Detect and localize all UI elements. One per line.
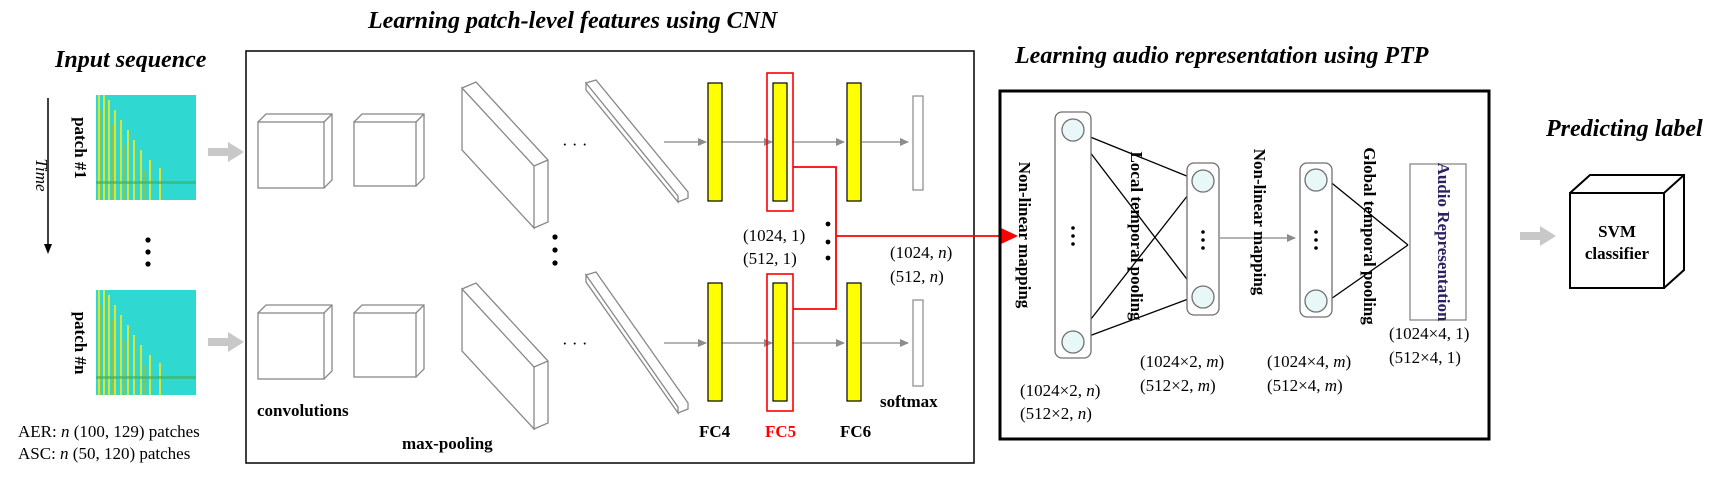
label-softmax: softmax xyxy=(880,392,938,411)
ptp-column-3-ellipsis xyxy=(1314,230,1318,250)
title-ptp: Learning audio representation using PTP xyxy=(1014,43,1429,69)
vertical-ellipsis-cnn xyxy=(552,234,558,266)
fc5-top xyxy=(772,82,788,202)
fc4-top xyxy=(707,82,723,202)
cnn-box xyxy=(245,50,975,464)
ptp-node-3a xyxy=(1304,168,1328,192)
label-nonlinear-mapping-2: Non-linear mapping xyxy=(1250,149,1269,296)
cnn-output-dims-1024: (1024, n) xyxy=(890,243,952,262)
input-arrow-n xyxy=(208,332,244,352)
svm-arrow xyxy=(1520,226,1556,246)
ptp-box xyxy=(998,89,1491,441)
spectrogram-patch-n xyxy=(96,290,196,395)
ptp-node-2b xyxy=(1191,285,1215,309)
ptp-dims-2-512: (512×2, m) xyxy=(1140,376,1216,395)
spectrogram-patch-1 xyxy=(96,95,196,200)
ptp-dims-2-1024: (1024×2, m) xyxy=(1140,352,1224,371)
svm-label-line2: classifier xyxy=(1585,244,1650,263)
label-nonlinear-mapping-1: Non-linear mapping xyxy=(1015,162,1034,309)
ptp-dims-3-512: (512×4, m) xyxy=(1267,376,1343,395)
conv-block-top-1 xyxy=(257,113,333,189)
fc6-bottom xyxy=(846,282,862,402)
fc5-highlight-top xyxy=(766,72,794,212)
softmax-top xyxy=(912,95,924,191)
cnn-output-dims-512: (512, n) xyxy=(890,267,944,286)
title-input-sequence: Input sequence xyxy=(54,47,207,73)
audio-representation-box xyxy=(1409,163,1467,321)
ptp-dims-rep-512: (512×4, 1) xyxy=(1389,348,1461,367)
fc5-dims-1024: (1024, 1) xyxy=(743,226,805,245)
patch-1-label: patch #1 xyxy=(71,117,90,179)
softmax-bottom xyxy=(912,299,924,387)
patch-n-label: patch #n xyxy=(71,312,90,375)
ellipsis-top: · · · xyxy=(562,135,587,154)
ptp-node-3b xyxy=(1304,289,1328,313)
fc6-top xyxy=(846,82,862,202)
fc5-output-line-bottom xyxy=(793,236,837,310)
label-fc6: FC6 xyxy=(840,422,871,441)
ptp-column-2-ellipsis xyxy=(1201,230,1205,250)
note-asc: ASC: n (50, 120) patches xyxy=(18,444,190,463)
label-global-temporal-pooling: Global temporal pooling xyxy=(1360,147,1379,325)
ptp-node-1b xyxy=(1061,330,1085,354)
label-fc4: FC4 xyxy=(699,422,731,441)
label-fc5: FC5 xyxy=(765,422,796,441)
ellipsis-bottom: · · · xyxy=(562,334,587,353)
label-local-temporal-pooling: Local temporal pooling xyxy=(1127,151,1146,321)
audio-representation-label: Audio Representation xyxy=(1434,163,1453,322)
ptp-dims-1-512: (512×2, n) xyxy=(1020,404,1092,423)
svm-label-line1: SVM xyxy=(1598,222,1636,241)
fc5-bottom xyxy=(772,282,788,402)
conv-block-top-2 xyxy=(353,113,425,187)
title-predicting-label: Predicting label xyxy=(1545,116,1703,142)
fc5-dims-512: (512, 1) xyxy=(743,249,797,268)
label-convolutions: convolutions xyxy=(257,401,349,420)
ptp-connections xyxy=(1072,129,1409,343)
flatten-block-bottom xyxy=(584,271,689,416)
fc4-bottom xyxy=(707,282,723,402)
flatten-block-top xyxy=(584,79,689,204)
ptp-dims-rep-1024: (1024×4, 1) xyxy=(1389,324,1469,343)
note-aer: AER: n (100, 129) patches xyxy=(18,422,200,441)
pool-block-top xyxy=(461,81,549,230)
ptp-dims-1-1024: (1024×2, n) xyxy=(1020,381,1100,400)
pool-block-bottom xyxy=(461,282,549,431)
ptp-column-1-ellipsis xyxy=(1071,226,1075,246)
input-arrow-1 xyxy=(208,142,244,162)
ptp-node-2a xyxy=(1191,169,1215,193)
fc5-highlight-bottom xyxy=(766,273,794,412)
fc5-output-line-top xyxy=(793,166,837,236)
ptp-dims-3-1024: (1024×4, m) xyxy=(1267,352,1351,371)
vertical-ellipsis-fc5 xyxy=(825,221,831,261)
time-label: Time xyxy=(32,158,51,192)
conv-block-bottom-1 xyxy=(257,304,333,380)
svm-classifier-cube xyxy=(1569,174,1685,289)
vertical-ellipsis-input xyxy=(145,237,151,267)
ptp-node-1a xyxy=(1061,118,1085,142)
conv-block-bottom-2 xyxy=(353,304,425,378)
label-max-pooling: max-pooling xyxy=(402,434,493,453)
title-cnn: Learning patch-level features using CNN xyxy=(367,8,779,34)
